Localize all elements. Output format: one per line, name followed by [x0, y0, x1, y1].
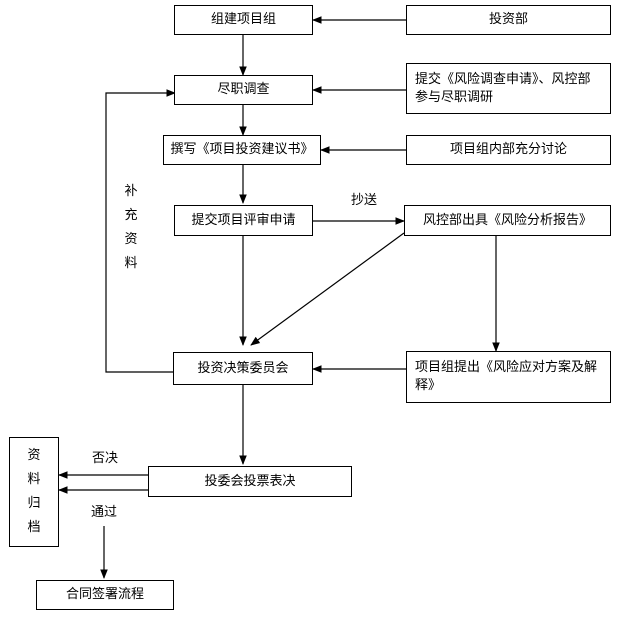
node-committee: 投资决策委员会 — [173, 352, 313, 385]
node-contract-process: 合同签署流程 — [36, 580, 174, 610]
node-form-team: 组建项目组 — [174, 5, 313, 35]
arrow-riskreport-to-committee — [250, 232, 405, 346]
edge-label-cc: 抄送 — [351, 193, 378, 208]
node-response-plan: 项目组提出《风险应对方案及解释》 — [406, 351, 611, 403]
node-write-proposal: 撰写《项目投资建议书》 — [163, 135, 321, 165]
node-vote-label: 投委会投票表决 — [204, 473, 296, 489]
node-investment-dept-label: 投资部 — [488, 12, 528, 27]
node-response-plan-label: 项目组提出《风险应对方案及解释》 — [415, 360, 598, 393]
node-archive: 资料归档 — [9, 437, 59, 547]
node-write-proposal-label: 撰写《项目投资建议书》 — [170, 142, 314, 157]
node-investment-dept: 投资部 — [406, 5, 611, 35]
arrow-committee-supplement-to-duediligence — [105, 89, 176, 373]
node-due-diligence: 尽职调查 — [174, 75, 313, 105]
edge-label-supplement: 补充资料 — [124, 184, 138, 271]
node-risk-report-label: 风控部出具《风险分析报告》 — [422, 212, 592, 228]
node-archive-label: 资料归档 — [27, 448, 41, 535]
node-submit-review: 提交项目评审申请 — [174, 205, 313, 236]
node-team-discussion-label: 项目组内部充分讨论 — [449, 142, 567, 157]
node-vote: 投委会投票表决 — [148, 466, 352, 497]
node-form-team-label: 组建项目组 — [210, 12, 276, 27]
edge-label-pass: 通过 — [91, 505, 118, 520]
node-contract-process-label: 合同签署流程 — [65, 587, 144, 602]
node-due-diligence-label: 尽职调查 — [217, 82, 270, 97]
node-submit-risk-survey-label: 提交《风险调查申请》、风控部参与尽职调研 — [415, 71, 591, 105]
edge-label-reject: 否决 — [92, 451, 119, 466]
node-team-discussion: 项目组内部充分讨论 — [406, 135, 611, 165]
node-committee-label: 投资决策委员会 — [197, 360, 289, 376]
node-submit-risk-survey: 提交《风险调查申请》、风控部参与尽职调研 — [406, 63, 611, 114]
node-submit-review-label: 提交项目评审申请 — [191, 212, 296, 228]
node-risk-report: 风控部出具《风险分析报告》 — [404, 205, 611, 236]
